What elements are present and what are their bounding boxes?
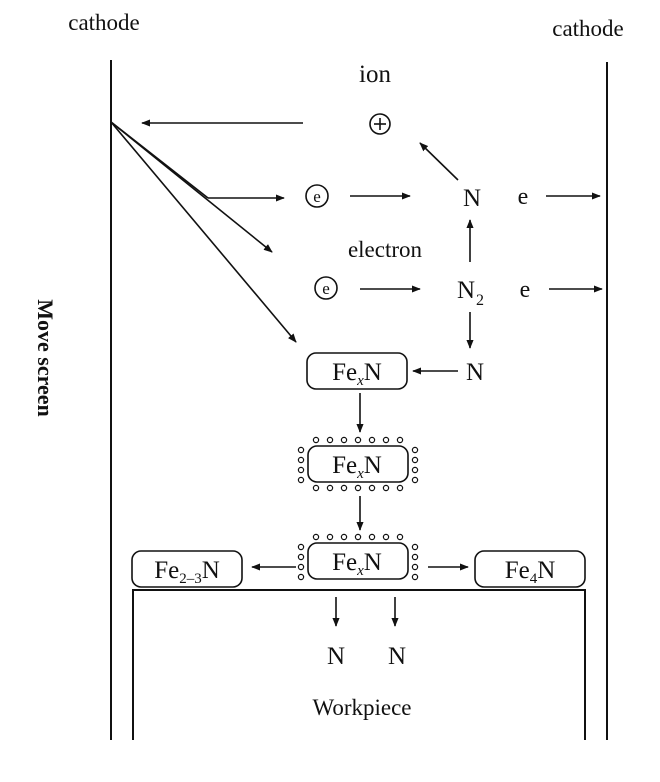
svg-text:Fe2–3N: Fe2–3N — [154, 557, 220, 587]
fexn-box-2: FexN — [297, 436, 419, 492]
nitrogen-particle — [312, 436, 320, 444]
workpiece-label: Workpiece — [312, 695, 411, 720]
fe23n-box: Fe2–3N — [131, 550, 243, 588]
fexn-box-3-particles — [297, 533, 419, 581]
nitrogen-particle — [411, 476, 419, 484]
cathode-left-label: cathode — [68, 10, 140, 35]
nitrogen-particle — [354, 436, 362, 444]
svg-text:FexN: FexN — [332, 549, 382, 579]
workpiece-outline — [132, 589, 586, 740]
nitrogen-particle — [297, 573, 305, 581]
nitrogen-particle — [297, 446, 305, 454]
fe4n-box: Fe4N — [474, 550, 586, 588]
fexn-box-2-particles — [297, 436, 419, 492]
nitrogen-particle — [340, 484, 348, 492]
atom-n-top: N — [463, 185, 481, 212]
electron-symbol-2: e — [314, 276, 338, 300]
nitrogen-particle — [297, 543, 305, 551]
nitrogen-particle — [297, 476, 305, 484]
nitrogen-particle — [396, 533, 404, 541]
nitrogen-particle — [411, 543, 419, 551]
nitrogen-particle — [368, 484, 376, 492]
nitrogen-particle — [297, 563, 305, 571]
nitrogen-particle — [411, 573, 419, 581]
nitrogen-particle — [326, 484, 334, 492]
nitrogen-particle — [312, 533, 320, 541]
cathode-right-label: cathode — [552, 16, 624, 41]
nitrogen-particle — [340, 533, 348, 541]
svg-text:FexN: FexN — [332, 359, 382, 389]
molecule-n2: N 2 — [457, 277, 484, 309]
svg-text:Fe4N: Fe4N — [505, 557, 556, 587]
nitrogen-particle — [382, 533, 390, 541]
move-screen-label: Move screen — [33, 299, 58, 417]
svg-text:FexN: FexN — [332, 452, 382, 482]
svg-text:e: e — [313, 187, 321, 206]
ion-symbol — [369, 113, 391, 135]
free-electron-bottom: e — [520, 277, 531, 303]
nitrogen-particle — [312, 484, 320, 492]
fexn-box-3: FexN — [297, 533, 419, 581]
atom-n-mid: N — [466, 359, 484, 386]
nitrogen-particle — [411, 466, 419, 474]
cathode-to-fexn-arrow — [110, 121, 297, 343]
nitrogen-particle — [297, 553, 305, 561]
nitrogen-particle — [382, 484, 390, 492]
nitrogen-particle — [326, 533, 334, 541]
svg-text:N: N — [457, 277, 475, 304]
nitrogen-particle — [297, 466, 305, 474]
electron-symbol-1: e — [305, 184, 329, 208]
nitrogen-particle — [368, 533, 376, 541]
nitrogen-particle — [396, 436, 404, 444]
fexn-box-1: FexN — [306, 352, 408, 390]
nitrogen-particle — [297, 456, 305, 464]
nitrogen-particle — [396, 484, 404, 492]
free-electron-top: e — [518, 184, 529, 210]
electron-label: electron — [348, 237, 423, 262]
cathode-diagonal-line — [110, 121, 209, 199]
svg-text:e: e — [322, 279, 330, 298]
svg-text:2: 2 — [476, 292, 484, 309]
nitrogen-particle — [368, 436, 376, 444]
nitrogen-particle — [354, 533, 362, 541]
n-to-ion-arrow — [419, 142, 459, 181]
nitrogen-particle — [340, 436, 348, 444]
nitrogen-particle — [411, 446, 419, 454]
atom-n-diffused-left: N — [327, 643, 345, 670]
nitrogen-particle — [411, 456, 419, 464]
nitrogen-particle — [411, 553, 419, 561]
nitrogen-particle — [382, 436, 390, 444]
nitrogen-particle — [354, 484, 362, 492]
nitrogen-particle — [326, 436, 334, 444]
ion-label: ion — [359, 61, 391, 88]
nitrogen-particle — [411, 563, 419, 571]
atom-n-diffused-right: N — [388, 643, 406, 670]
